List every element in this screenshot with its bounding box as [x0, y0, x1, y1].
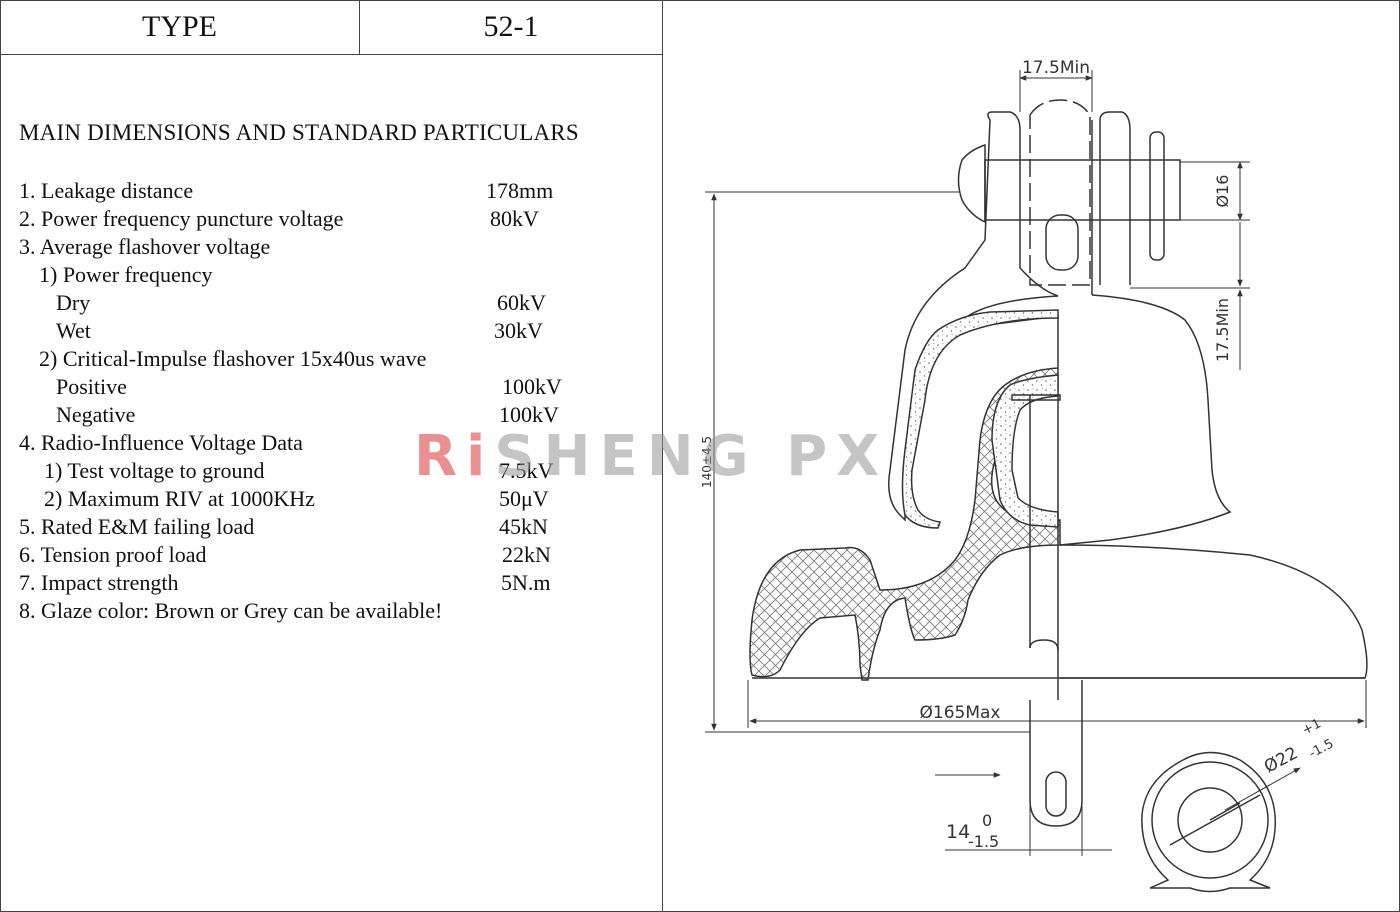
dim-side-gap-label: 17.5Min: [1213, 298, 1232, 362]
spec-label: Wet: [56, 318, 91, 343]
dim-pin-diameter-label: Ø16: [1213, 175, 1232, 208]
spec-label: 1) Power frequency: [39, 262, 213, 287]
dim-eye-width-base: 14: [946, 821, 970, 843]
dim-shed-diameter-label: Ø165Max: [920, 703, 1001, 723]
spec-value: 22kN: [502, 542, 551, 567]
spec-label: 1) Test voltage to ground: [44, 458, 265, 483]
spec-label: 3. Average flashover voltage: [19, 234, 271, 259]
spec-value: 30kV: [494, 318, 543, 343]
dim-shed-diameter: [747, 680, 1367, 728]
spec-label: 1. Leakage distance: [19, 178, 194, 203]
spec-value: 5N.m: [501, 570, 551, 595]
spec-value: 100kV: [499, 402, 559, 427]
type-label: TYPE: [0, 0, 360, 54]
socket-end-view: [1141, 751, 1277, 893]
spec-label: Positive: [56, 374, 127, 399]
dim-pin-diameter: [1180, 161, 1250, 221]
dim-top-width-label: 17.5Min: [1022, 58, 1090, 78]
spec-label: 2) Critical-Impulse flashover 15x40us wa…: [39, 346, 427, 371]
spec-label: 2. Power frequency puncture voltage: [19, 206, 344, 231]
spec-label: 7. Impact strength: [19, 570, 179, 595]
spec-value: 80kV: [490, 206, 539, 231]
spec-label: 8. Glaze color: Brown or Grey can be ava…: [19, 598, 443, 623]
insulator-body: [749, 99, 1368, 827]
spec-label: 2) Maximum RIV at 1000KHz: [44, 486, 315, 511]
spec-value: 100kV: [502, 374, 562, 399]
type-header: TYPE 52-1: [0, 0, 662, 55]
insulator-drawing: 17.5Min Ø16 17.5Min 140±4.5 Ø165Max 14 0…: [700, 58, 1368, 893]
dim-socket-upper: +1: [1300, 716, 1324, 738]
dim-socket-leader: [1224, 767, 1301, 811]
spec-label: Dry: [56, 290, 91, 315]
spec-value: 45kN: [499, 514, 548, 539]
spec-value: 178mm: [486, 178, 554, 203]
spec-label: 6. Tension proof load: [19, 542, 207, 567]
spec-value: 60kV: [497, 290, 546, 315]
spec-label: 5. Rated E&M failing load: [19, 514, 255, 539]
spec-label: 4. Radio-Influence Voltage Data: [19, 430, 303, 455]
dim-height: [705, 191, 1030, 733]
panel-divider: [662, 0, 663, 912]
spec-label: Negative: [56, 402, 136, 427]
spec-value: 50μV: [499, 486, 549, 511]
dim-top-width: [1019, 70, 1093, 112]
dim-side-gap: [1130, 222, 1250, 370]
type-value: 52-1: [483, 10, 539, 43]
spec-value: 7.5kV: [499, 458, 554, 483]
dim-eye-width-lower: -1.5: [968, 832, 999, 851]
section-title: MAIN DIMENSIONS AND STANDARD PARTICULARS: [19, 120, 579, 145]
dim-socket-lower: -1.5: [1307, 736, 1336, 761]
dim-eye-width: [935, 772, 1112, 856]
dim-socket-base: Ø22: [1261, 743, 1301, 777]
dim-eye-width-upper: 0: [982, 811, 992, 830]
watermark-logo: RiSHENG PX: [414, 424, 889, 489]
dim-height-label: 140±4.5: [700, 436, 714, 488]
